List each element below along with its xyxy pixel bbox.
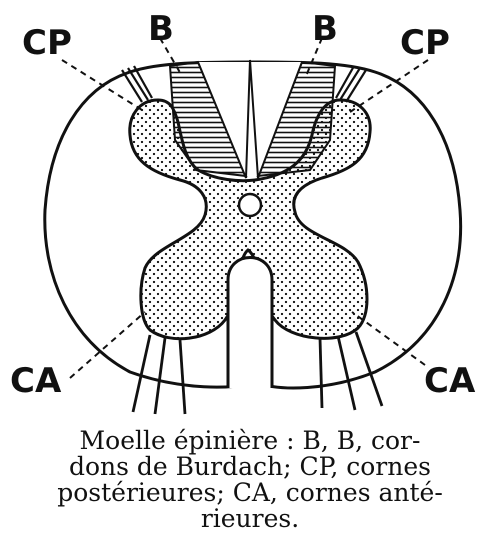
label-b-right: B [312,9,338,49]
central-canal [237,192,263,218]
caption-line: postérieures; CA, cornes anté- [57,478,443,507]
caption-line: rieures. [200,504,300,533]
anterior-fissure [226,256,274,388]
posterior-septum [197,59,303,179]
label-cp-left: CP [22,23,72,63]
posterior-roots [121,65,367,103]
leader-lines [61,37,429,379]
grey-matter [128,98,372,341]
caption-line: dons de Burdach; CP, cornes [69,452,431,481]
label-cp-right: CP [400,23,450,63]
spinal-cord-diagram: CP B B CP CA CA [10,9,476,415]
caption-line: Moelle épinière : B, B, cor- [79,428,421,455]
anterior-roots [131,331,384,415]
figure-caption: Moelle épinière : B, B, cor- dons de Bur… [0,428,500,541]
label-b-left: B [148,9,174,49]
label-ca-left: CA [10,361,62,401]
label-ca-right: CA [424,361,476,401]
